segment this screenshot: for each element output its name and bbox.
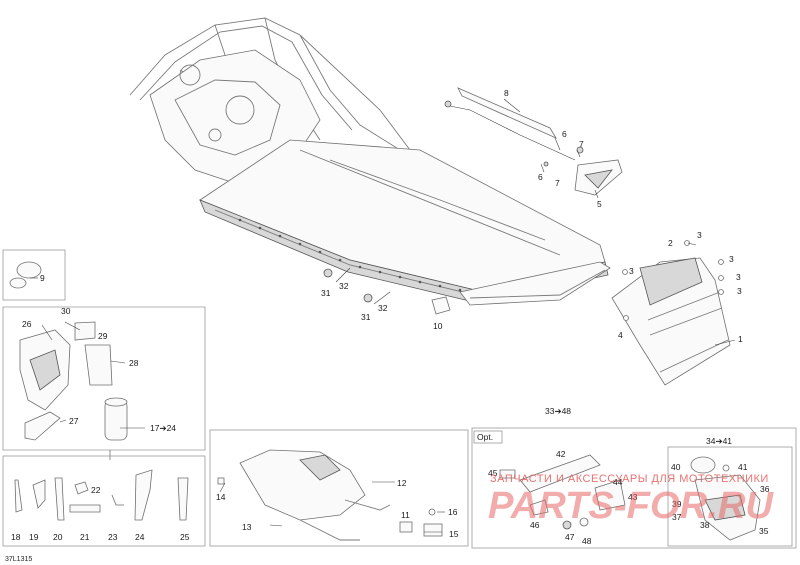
callout-21: 21 [80,532,90,542]
mirror-inset-box [2,249,66,301]
chassis-frame-assembly [129,17,611,306]
callout-15: 15 [449,529,459,539]
callout-7: 7 [555,178,560,188]
option-label: Opt. [477,432,493,442]
callout-43: 43 [628,492,638,502]
callout-18: 18 [11,532,21,542]
callout-3: 3 [629,266,634,276]
callout-37: 37 [672,512,682,522]
leader-lines [41,98,736,533]
watermark-logo: PARTS-FOR.RU [488,485,775,527]
callout-24: 24 [135,532,145,542]
callout-11: 11 [401,510,410,520]
callout-17-24: 17➔24 [150,423,176,433]
callout-45: 45 [488,468,498,478]
callout-8: 8 [504,88,509,98]
callout-48: 48 [582,536,592,546]
callout-27: 27 [69,416,79,426]
callout-3: 3 [729,254,734,264]
callout-12: 12 [397,478,407,488]
optional-inset-box [471,427,797,549]
sled-overview [217,449,443,541]
callout-31: 31 [321,288,331,298]
storage-inset-box [2,306,206,451]
watermark-text: ЗАПЧАСТИ И АКСЕССУАРЫ ДЛЯ МОТОТЕХНИКИ [490,473,769,485]
callout-29: 29 [98,331,108,341]
callout-2: 2 [668,238,673,248]
callout-36: 36 [760,484,770,494]
callout-31: 31 [361,312,371,322]
callout-6: 6 [562,129,567,139]
callout-3: 3 [736,272,741,282]
callout-5: 5 [597,199,602,209]
callout-labels: 1 2 3 3 3 3 3 4 5 6 6 7 7 8 9 10 11 12 1… [5,88,770,563]
taillight-assembly [444,87,623,196]
callout-25: 25 [180,532,190,542]
callout-22: 22 [91,485,101,495]
sub-inset-box-34-41 [667,446,793,547]
callout-16: 16 [448,507,458,517]
storage-bag-parts [19,321,128,441]
fastener-parts [323,267,451,315]
callout-33-48: 33➔48 [545,406,571,416]
callout-4: 4 [618,330,623,340]
callout-28: 28 [129,358,139,368]
optional-bag-parts [499,454,761,541]
callout-30: 30 [61,306,71,316]
callout-34-41: 34➔41 [706,436,732,446]
callout-32: 32 [378,303,388,313]
callout-3: 3 [697,230,702,240]
callout-23: 23 [108,532,118,542]
callout-40: 40 [671,462,681,472]
callout-47: 47 [565,532,575,542]
callout-19: 19 [29,532,39,542]
callout-3: 3 [737,286,742,296]
callout-44: 44 [613,477,623,487]
tool-kit-parts [14,469,189,521]
callout-35: 35 [759,526,769,536]
callout-1: 1 [738,334,743,344]
callout-9: 9 [40,273,45,283]
callout-39: 39 [672,499,682,509]
callout-41: 41 [738,462,748,472]
callout-32: 32 [339,281,349,291]
callout-26: 26 [22,319,32,329]
callout-42: 42 [556,449,566,459]
callout-46: 46 [530,520,540,530]
mirror-part [9,261,42,289]
sled-overview-box [209,429,469,547]
rear-snowflap-assembly [611,240,731,386]
callout-13: 13 [242,522,252,532]
callout-6: 6 [538,172,543,182]
callout-10: 10 [433,321,443,331]
callout-20: 20 [53,532,63,542]
callout-38: 38 [700,520,710,530]
option-label-box [473,430,503,444]
reference-code: 37L1315 [5,556,32,563]
watermark: ЗАПЧАСТИ И АКСЕССУАРЫ ДЛЯ МОТОТЕХНИКИ PA… [488,473,775,527]
callout-7: 7 [579,139,584,149]
toolkit-inset-box [2,455,206,547]
callout-14: 14 [216,492,226,502]
